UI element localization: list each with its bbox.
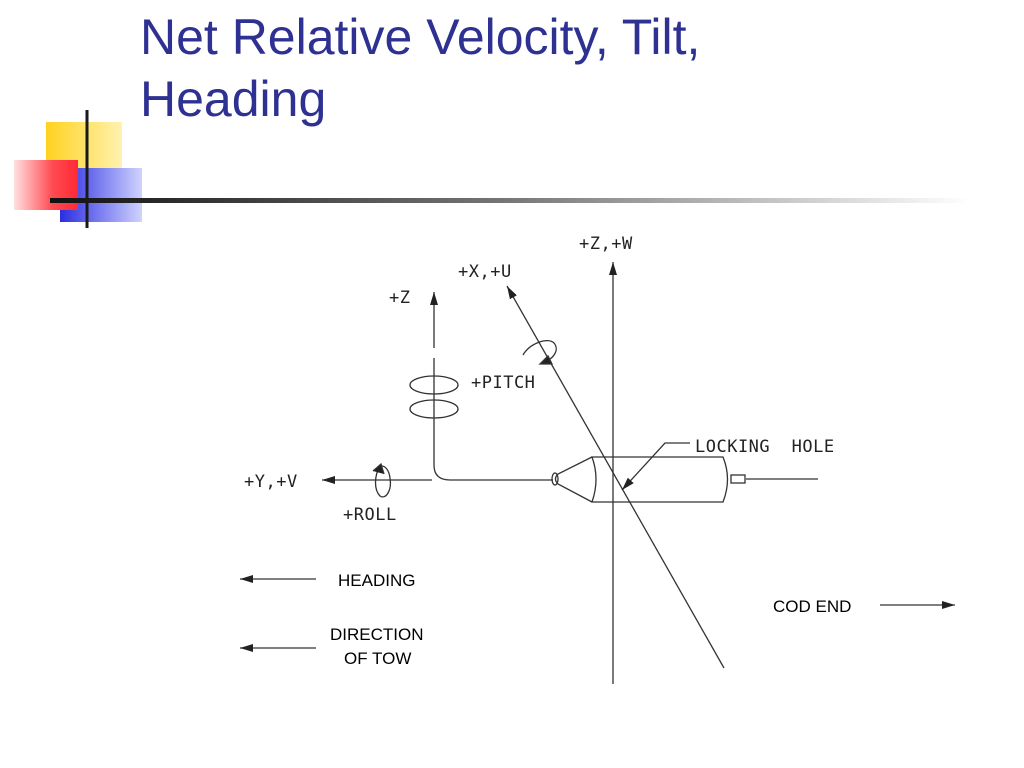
roll-rotation-arrow (374, 465, 392, 498)
roll-arrowhead (372, 462, 385, 475)
label-locking-hole: LOCKING HOLE (695, 437, 835, 457)
label-heading: HEADING (338, 571, 415, 590)
pitch-ring-lower (409, 399, 459, 419)
slide-title: Net Relative Velocity, Tilt, Heading (140, 6, 1000, 130)
sensor-tip (551, 472, 559, 486)
title-rule (50, 198, 970, 203)
slide-title-line-2: Heading (140, 71, 327, 127)
label-direction-line-2: OF TOW (344, 649, 411, 668)
label-y-v: +Y,+V (244, 472, 298, 492)
label-z-w: +Z,+W (579, 234, 633, 254)
label-cod-end: COD END (773, 597, 851, 616)
locking-hole-leader (621, 442, 690, 491)
slide-title-line-1: Net Relative Velocity, Tilt, (140, 9, 701, 65)
slide-decoration (14, 110, 970, 228)
x-rotation-arrowhead (538, 354, 554, 365)
x-rotation-arrow (522, 340, 557, 363)
sensor-body (591, 456, 729, 503)
label-z: +Z (389, 288, 410, 308)
label-direction-line-1: DIRECTION (330, 625, 424, 644)
sensor-tail (730, 474, 746, 484)
x-u-axis (506, 285, 725, 669)
label-roll: +ROLL (343, 505, 397, 525)
sensor-nose-cone (554, 456, 593, 503)
sensor-stem (433, 358, 553, 481)
label-x-u: +X,+U (458, 262, 512, 282)
pitch-ring-upper (409, 375, 459, 395)
label-pitch: +PITCH (471, 373, 535, 393)
